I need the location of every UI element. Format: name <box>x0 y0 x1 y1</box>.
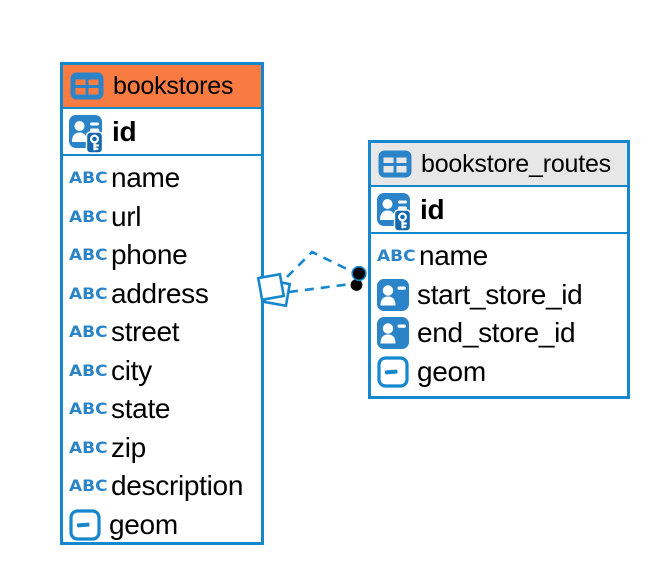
primary-key-icon <box>69 114 104 154</box>
text-icon: ABC <box>69 245 108 265</box>
geometry-icon <box>377 356 409 388</box>
text-icon: ABC <box>69 476 108 496</box>
relationship-endpoint-dot-1[interactable] <box>351 265 367 282</box>
table-title: bookstore_routes <box>421 149 611 178</box>
column-name: zip <box>111 431 146 463</box>
geometry-icon <box>69 509 101 541</box>
column-row-geom[interactable]: geom <box>371 353 627 392</box>
table-header[interactable]: bookstores <box>63 65 261 109</box>
column-name: name <box>111 162 180 194</box>
foreign-key-icon <box>377 317 409 350</box>
column-name: start_store_id <box>417 278 583 310</box>
text-icon: ABC <box>69 399 108 419</box>
column-name: state <box>111 393 171 425</box>
text-icon: ABC <box>69 438 108 458</box>
column-name: description <box>111 470 244 502</box>
primary-key-icon <box>377 192 412 232</box>
text-icon: ABC <box>69 361 108 381</box>
text-icon: ABC <box>69 322 108 342</box>
table-icon <box>378 150 412 178</box>
text-icon: ABC <box>69 284 108 304</box>
column-row-end_store_id[interactable]: end_store_id <box>371 314 627 353</box>
column-name: url <box>111 200 142 232</box>
column-row-geom[interactable]: geom <box>63 506 261 545</box>
column-name: id <box>112 115 137 147</box>
text-icon: ABC <box>69 168 108 188</box>
column-name: end_store_id <box>417 317 576 349</box>
relationship-line-1[interactable] <box>286 250 354 278</box>
text-icon: ABC <box>69 207 108 227</box>
column-name: name <box>419 240 488 272</box>
key-columns-section: id <box>63 109 261 156</box>
column-name: geom <box>417 355 486 387</box>
table-icon <box>70 72 104 100</box>
table-header[interactable]: bookstore_routes <box>371 143 627 187</box>
column-row-id[interactable]: id <box>63 109 261 154</box>
relationship-line-2[interactable] <box>288 282 352 294</box>
text-icon: ABC <box>377 246 416 266</box>
column-name: id <box>420 193 445 225</box>
foreign-key-icon <box>377 278 409 311</box>
relationship-endpoint-diamond-1[interactable] <box>256 272 286 302</box>
column-row-start_store_id[interactable]: start_store_id <box>371 276 627 315</box>
column-name: address <box>111 277 209 309</box>
column-row-id[interactable]: id <box>371 187 627 232</box>
column-name: city <box>111 354 152 386</box>
column-name: geom <box>109 508 178 540</box>
table-title: bookstores <box>113 71 234 100</box>
column-name: phone <box>111 239 188 271</box>
column-name: street <box>111 316 180 348</box>
key-columns-section: id <box>371 187 627 234</box>
